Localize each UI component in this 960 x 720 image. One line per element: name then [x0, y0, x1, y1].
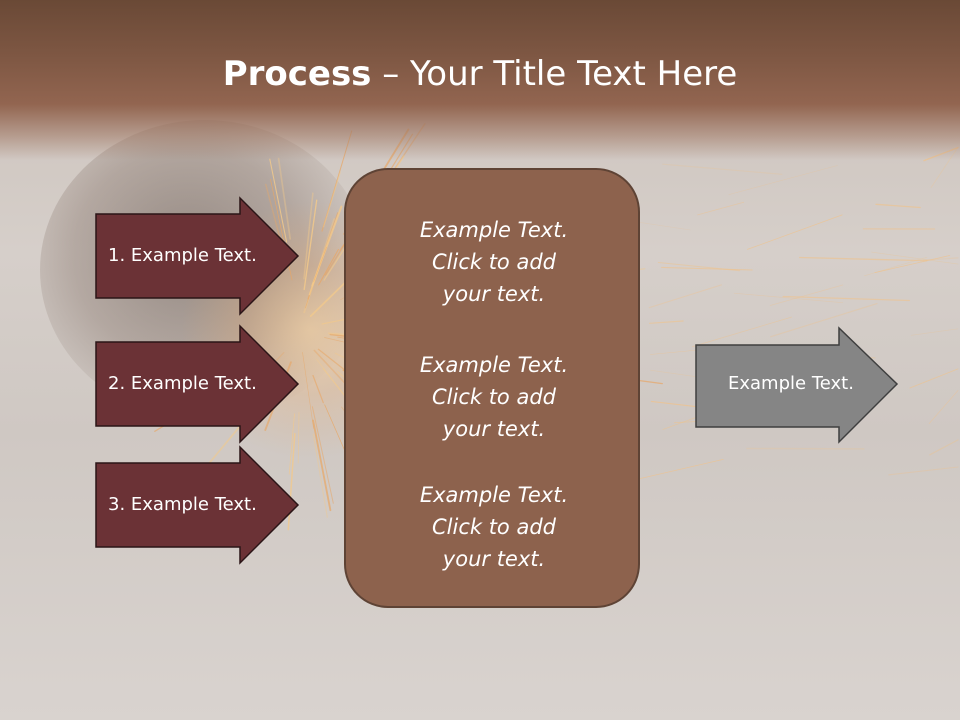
- spark-streak: [728, 165, 838, 195]
- step-arrow-3-shape: [95, 445, 300, 565]
- spark-streak: [303, 199, 318, 291]
- step-arrow-3[interactable]: 3. Example Text.: [95, 445, 300, 565]
- spark-streak: [648, 284, 722, 309]
- spark-streak: [322, 171, 341, 228]
- spark-streak: [648, 320, 684, 324]
- spark-streak: [662, 163, 783, 175]
- spark-streak: [697, 201, 745, 216]
- spark-streak: [875, 203, 921, 209]
- spark-streak: [313, 246, 327, 282]
- slide-title: Process – Your Title Text Here: [0, 52, 960, 96]
- spark-streak: [799, 256, 928, 262]
- spark-streak: [312, 419, 332, 512]
- spark-streak: [302, 351, 314, 429]
- spark-streak: [297, 412, 300, 464]
- spark-streak: [747, 214, 843, 250]
- step-arrow-2-shape: [95, 324, 300, 444]
- spark-streak: [312, 433, 328, 518]
- spark-streak: [871, 251, 959, 265]
- step-arrow-1-label: 1. Example Text.: [108, 245, 257, 266]
- spark-streak: [269, 158, 288, 243]
- step-arrow-2-label: 2. Example Text.: [108, 373, 257, 394]
- center-text-box[interactable]: Example Text. Click to add your text. Ex…: [344, 168, 640, 608]
- step-arrow-2[interactable]: 2. Example Text.: [95, 324, 300, 444]
- spark-streak: [770, 302, 878, 338]
- output-arrow-label: Example Text.: [728, 373, 854, 394]
- spark-streak: [657, 261, 741, 272]
- step-arrow-1-shape: [95, 196, 300, 316]
- spark-streak: [769, 284, 844, 306]
- spark-streak: [692, 316, 792, 347]
- output-arrow-shape: [695, 326, 899, 444]
- spark-streak: [909, 368, 959, 389]
- spark-streak: [318, 248, 339, 286]
- title-band: [0, 0, 960, 160]
- spark-streak: [277, 157, 292, 240]
- spark-streak: [874, 255, 951, 274]
- spark-streak: [312, 374, 324, 404]
- spark-streak: [863, 256, 928, 277]
- spark-streak: [910, 328, 959, 336]
- spark-streak: [888, 466, 959, 476]
- spark-streak: [929, 439, 959, 456]
- center-text-block-1: Example Text. Click to add your text.: [419, 218, 569, 306]
- spark-streak: [303, 192, 314, 280]
- slide-title-rest: – Your Title Text Here: [371, 54, 738, 94]
- spark-streak: [928, 390, 959, 425]
- center-text-block-3: Example Text. Click to add your text.: [419, 483, 569, 571]
- slide-title-bold: Process: [222, 54, 372, 94]
- spark-streak: [311, 406, 334, 504]
- spark-streak: [782, 295, 910, 302]
- output-arrow[interactable]: Example Text.: [695, 326, 900, 445]
- step-arrow-1[interactable]: 1. Example Text.: [95, 196, 300, 316]
- spark-streak: [661, 266, 753, 271]
- center-text-block-2: Example Text. Click to add your text.: [419, 353, 569, 441]
- step-arrow-3-label: 3. Example Text.: [108, 494, 257, 515]
- spark-streak: [288, 413, 295, 475]
- spark-streak: [733, 292, 843, 304]
